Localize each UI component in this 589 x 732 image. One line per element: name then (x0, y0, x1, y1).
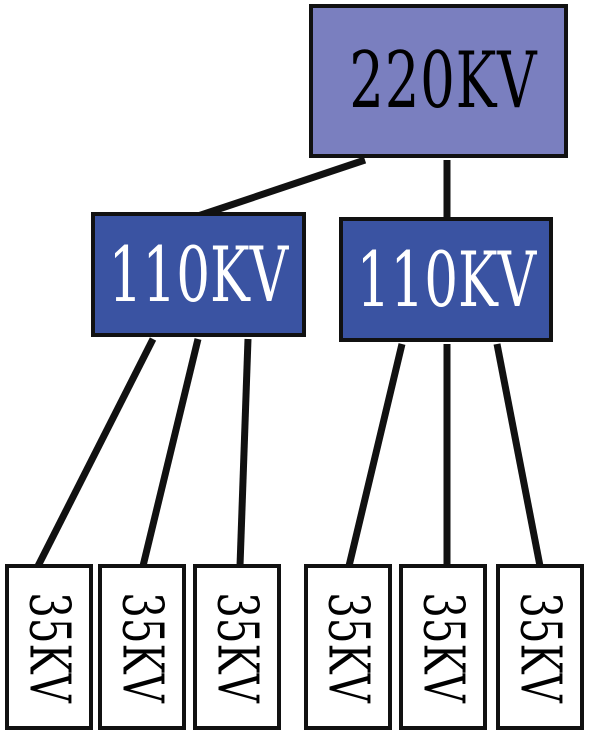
node-110kv-left-label: 110KV (108, 230, 289, 319)
node-220kv: 220KV (309, 4, 568, 158)
edge-110-right-to-35-6 (493, 343, 544, 567)
node-35kv-2: 35KV (98, 564, 186, 730)
node-35kv-6: 35KV (496, 564, 584, 730)
node-35kv-1: 35KV (5, 564, 93, 730)
node-35kv-2-label: 35KV (109, 591, 175, 703)
node-110kv-right: 110KV (339, 217, 553, 342)
node-220kv-label: 220KV (349, 36, 538, 126)
node-35kv-5: 35KV (399, 564, 487, 730)
edge-110-left-to-35-2 (139, 338, 202, 567)
edge-110-left-to-35-3 (236, 338, 252, 567)
edge-220-to-110-left (196, 156, 367, 220)
edge-110-right-to-35-4 (345, 343, 406, 567)
node-35kv-1-label: 35KV (16, 591, 82, 703)
node-35kv-4: 35KV (304, 564, 392, 730)
node-110kv-right-label: 110KV (356, 235, 536, 324)
node-35kv-5-label: 35KV (410, 591, 476, 703)
node-35kv-3-label: 35KV (204, 591, 270, 703)
node-35kv-4-label: 35KV (315, 591, 381, 703)
edge-110-left-to-35-1 (34, 337, 157, 568)
node-110kv-left: 110KV (91, 212, 306, 337)
node-35kv-3: 35KV (193, 564, 281, 730)
node-35kv-6-label: 35KV (507, 591, 573, 703)
